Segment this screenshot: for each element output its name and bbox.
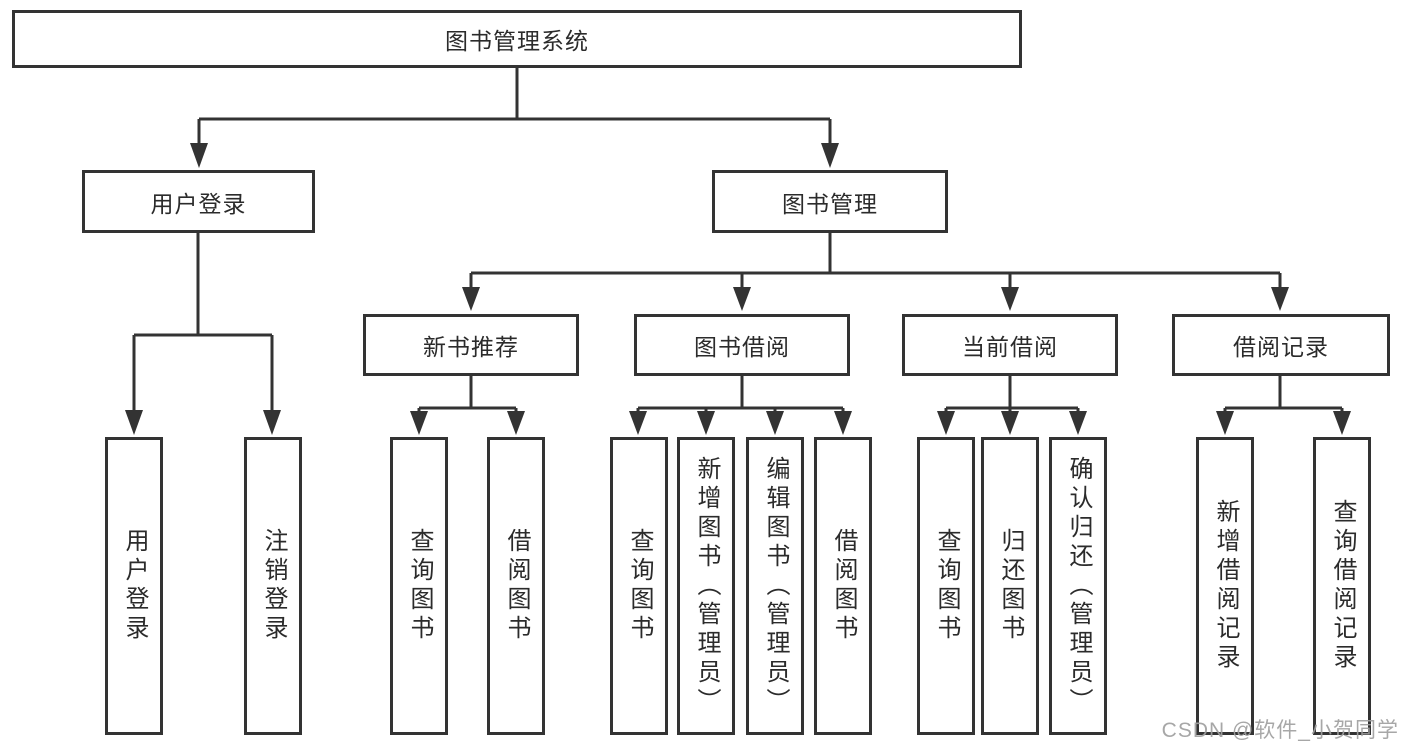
node-borrowing-records: 借阅记录: [1172, 314, 1390, 376]
node-book-borrowing: 图书借阅: [634, 314, 850, 376]
node-library-management-system: 图书管理系统: [12, 10, 1022, 68]
csdn-watermark: CSDN @软件_小贺同学: [1161, 719, 1399, 742]
vertical-label: 归还图书: [997, 528, 1024, 644]
node-query-books-borrowing: 查询图书: [610, 437, 668, 735]
node-logout-action: 注销登录: [244, 437, 302, 735]
vertical-label: 用户登录: [121, 528, 148, 644]
node-add-books-admin: 新增图书（管理员）: [677, 437, 735, 735]
node-label: 借阅记录: [1233, 334, 1329, 360]
vertical-label: 新增图书（管理员）: [693, 455, 720, 717]
node-user-login: 用户登录: [82, 170, 315, 233]
node-label: 当前借阅: [962, 334, 1058, 360]
node-query-books-recommend: 查询图书: [390, 437, 448, 735]
node-label: 图书管理: [782, 190, 878, 217]
node-borrow-books-recommend: 借阅图书: [487, 437, 545, 735]
node-book-management: 图书管理: [712, 170, 948, 233]
node-label: 用户登录: [150, 190, 247, 217]
node-label: 图书管理系统: [445, 28, 589, 54]
node-edit-books-admin: 编辑图书（管理员）: [746, 437, 804, 735]
node-query-borrow-record: 查询借阅记录: [1313, 437, 1371, 735]
node-new-book-recommendation: 新书推荐: [363, 314, 579, 376]
node-query-books-current: 查询图书: [917, 437, 975, 735]
node-return-books: 归还图书: [981, 437, 1039, 735]
vertical-label: 确认归还（管理员）: [1065, 455, 1092, 717]
vertical-label: 注销登录: [260, 528, 287, 644]
vertical-label: 借阅图书: [830, 528, 857, 644]
node-add-borrow-record: 新增借阅记录: [1196, 437, 1254, 735]
node-confirm-return-admin: 确认归还（管理员）: [1049, 437, 1107, 735]
vertical-label: 查询借阅记录: [1329, 499, 1356, 673]
node-borrow-books: 借阅图书: [814, 437, 872, 735]
vertical-label: 新增借阅记录: [1212, 499, 1239, 673]
node-user-login-action: 用户登录: [105, 437, 163, 735]
node-current-borrowing: 当前借阅: [902, 314, 1118, 376]
vertical-label: 查询图书: [933, 528, 960, 644]
vertical-label: 借阅图书: [503, 528, 530, 644]
vertical-label: 查询图书: [406, 528, 433, 644]
node-label: 新书推荐: [423, 334, 519, 360]
vertical-label: 查询图书: [626, 528, 653, 644]
node-label: 图书借阅: [694, 334, 790, 360]
vertical-label: 编辑图书（管理员）: [762, 455, 789, 717]
